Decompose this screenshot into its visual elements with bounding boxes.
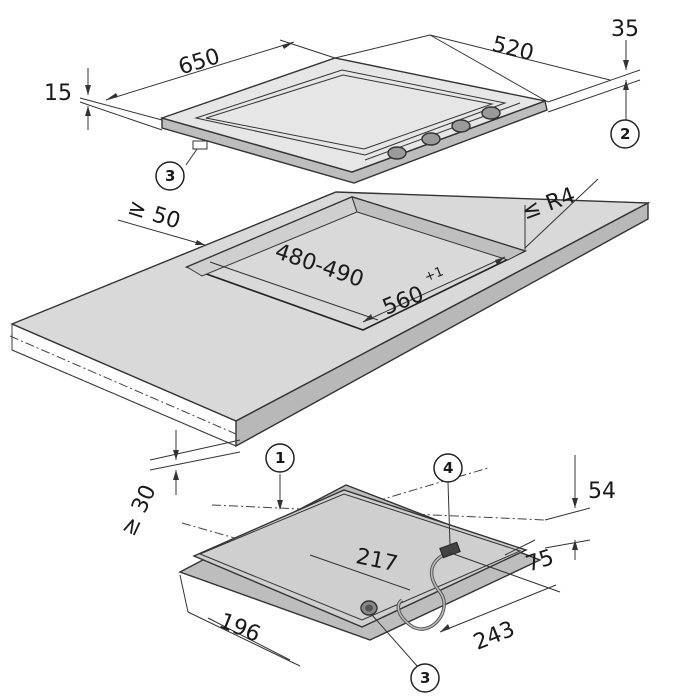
cooktop-glass-panel bbox=[194, 69, 507, 156]
dim-15: 15 bbox=[44, 81, 72, 106]
electrical-box bbox=[439, 541, 461, 559]
control-knob[interactable] bbox=[481, 106, 501, 120]
control-knobs bbox=[387, 106, 501, 160]
dim-75: 75 bbox=[523, 545, 557, 577]
callout-1 bbox=[265, 443, 295, 473]
cooktop bbox=[159, 57, 548, 184]
callout-2 bbox=[610, 119, 640, 149]
dim-243: 243 bbox=[470, 617, 518, 656]
cutout-wall-back bbox=[351, 196, 527, 261]
dim-35: 35 bbox=[611, 17, 639, 42]
dim-650: 650 bbox=[176, 44, 223, 80]
gas-connector-small bbox=[192, 140, 208, 150]
underside-view bbox=[178, 467, 546, 641]
callout-3-top bbox=[155, 161, 185, 191]
underside-dimension-lines bbox=[179, 455, 591, 667]
underside-body bbox=[192, 489, 528, 628]
dim-30: ≥ 30 bbox=[116, 481, 161, 540]
callout-3-bottom-label: 3 bbox=[420, 669, 430, 687]
callout-4 bbox=[433, 453, 463, 483]
dim-196: 196 bbox=[215, 609, 263, 648]
cooktop-glass-inner bbox=[205, 74, 494, 150]
top-dimension-lines bbox=[79, 34, 641, 131]
callout-4-label: 4 bbox=[443, 459, 453, 477]
dim-520: 520 bbox=[489, 32, 536, 66]
callout-3-top-label: 3 bbox=[165, 167, 175, 185]
dim-560-tolerance: +1 bbox=[422, 264, 445, 285]
dim-54: 54 bbox=[588, 479, 616, 504]
control-knob[interactable] bbox=[421, 132, 441, 146]
cutout-dimension-lines bbox=[117, 178, 599, 495]
underside-inner bbox=[198, 493, 522, 621]
callout-2-label: 2 bbox=[620, 125, 630, 143]
countertop bbox=[9, 191, 651, 448]
control-knob[interactable] bbox=[451, 119, 471, 133]
callout-1-label: 1 bbox=[275, 449, 285, 467]
callout-3-bottom bbox=[410, 663, 440, 693]
control-knob[interactable] bbox=[387, 146, 407, 160]
dim-50: ≥ 50 bbox=[125, 195, 183, 235]
